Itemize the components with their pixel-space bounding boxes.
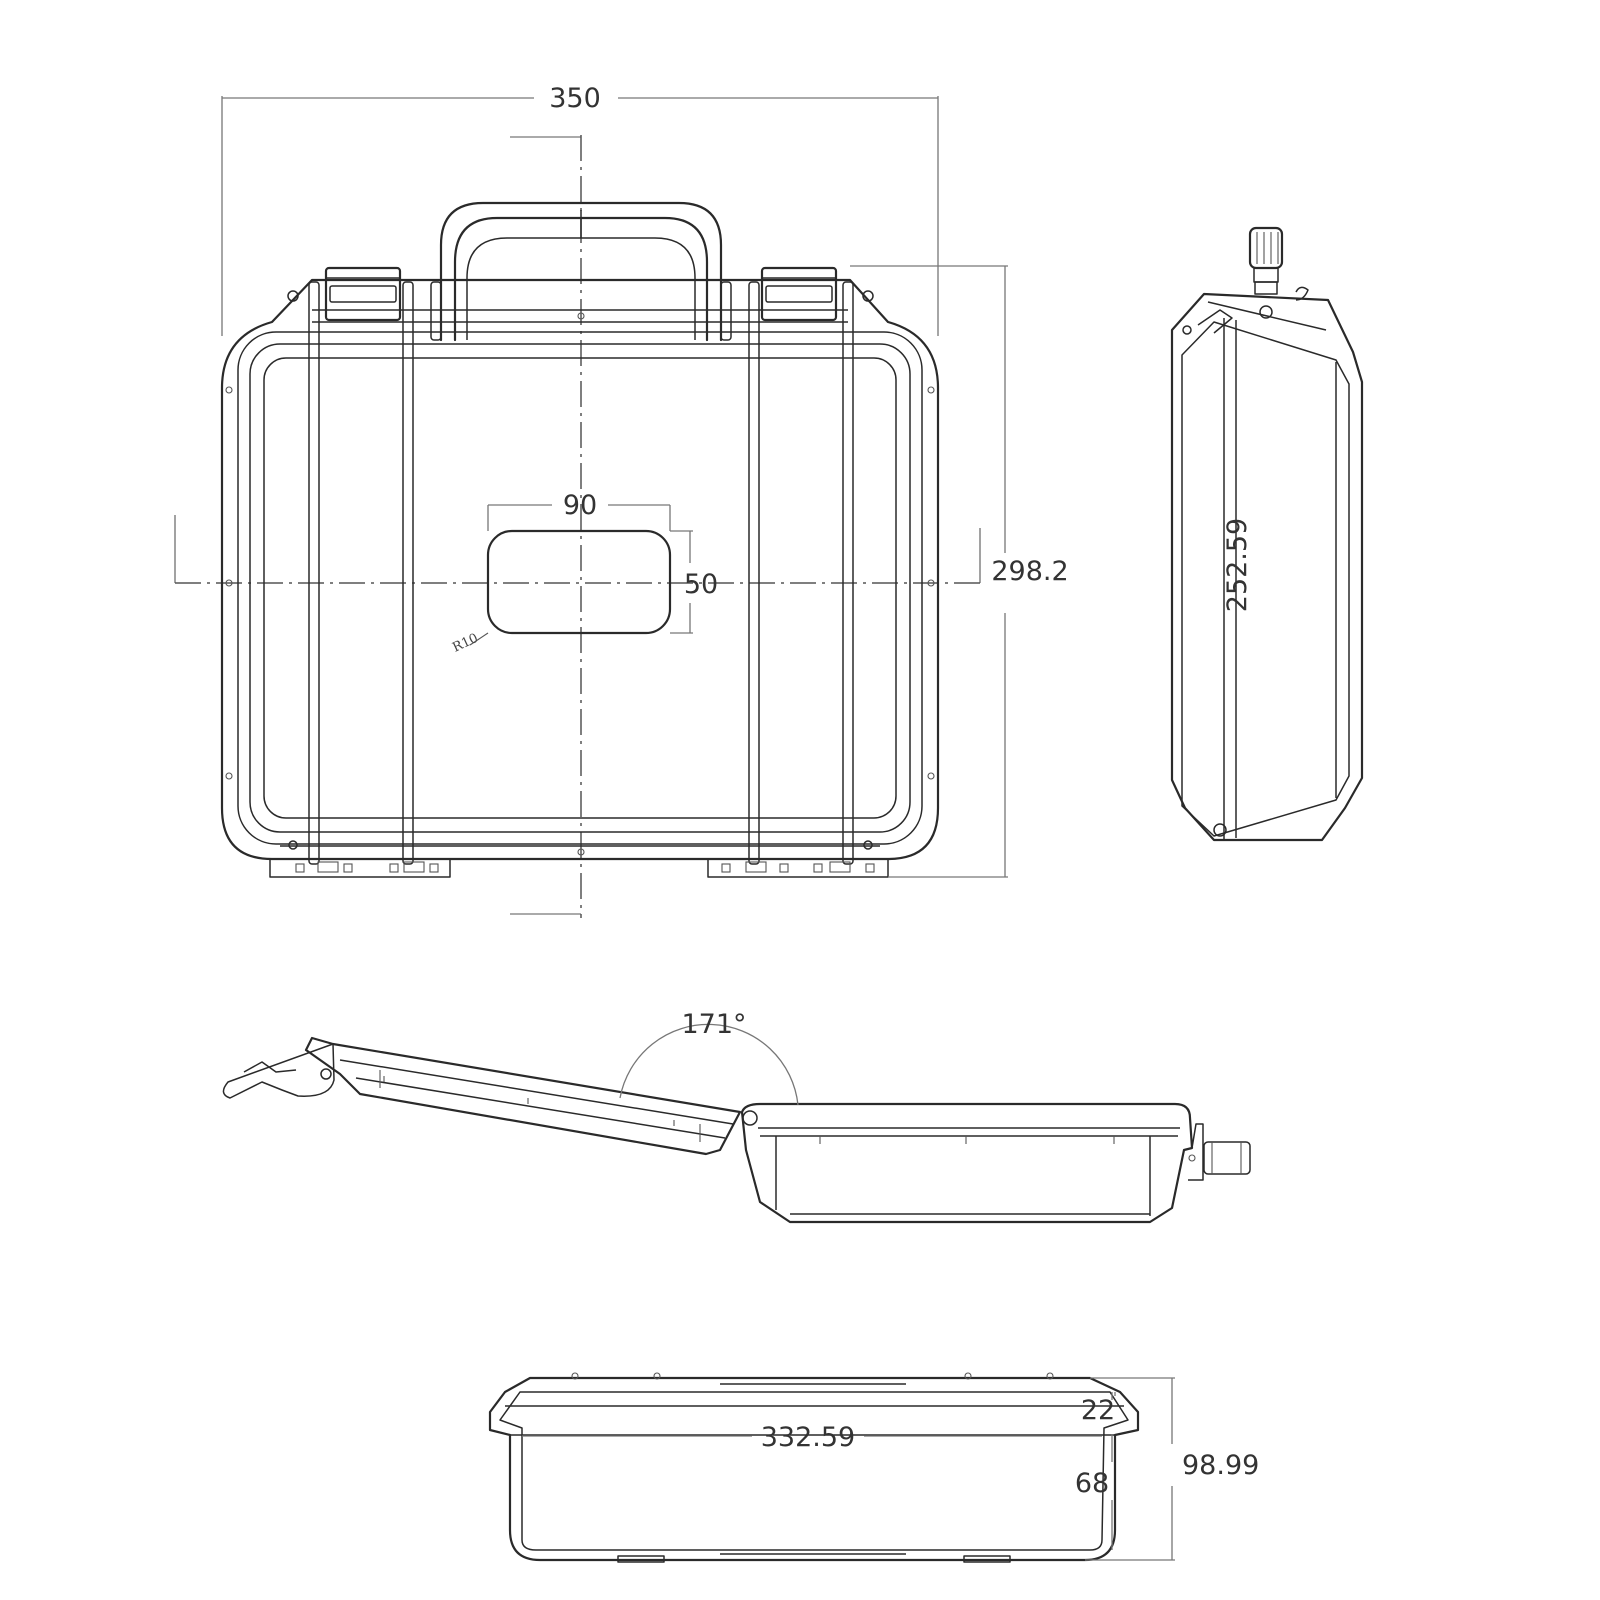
case-body [220, 278, 940, 861]
lock-straps [308, 281, 854, 865]
open-hinge [742, 1110, 758, 1126]
dim-overall-width: 350 [549, 83, 601, 114]
bottom-view: 332.59 22 68 98.99 [488, 1372, 1259, 1563]
latch-left [324, 266, 402, 322]
angle-arc [619, 1023, 799, 1106]
dim-total-depth: 98.99 [1182, 1450, 1259, 1481]
latch-right [760, 266, 838, 322]
nameplate-recess [486, 529, 672, 635]
side-view: 252.59 [1170, 226, 1364, 842]
open-lid [222, 1036, 742, 1156]
dim-side-inner-height: 252.59 [1222, 518, 1253, 612]
carry-handle [430, 201, 732, 342]
front-view: R10 90 50 350 298.2 [174, 83, 1069, 918]
hinges [269, 858, 889, 878]
dim-overall-height: 298.2 [991, 556, 1068, 587]
label-radius-text: R10 [450, 631, 480, 656]
side-handle-grip [1248, 226, 1309, 301]
open-handle-stub [1203, 1141, 1251, 1175]
dim-label-height: 50 [684, 569, 718, 600]
open-base [740, 1102, 1204, 1224]
dim-base-depth: 68 [1075, 1468, 1109, 1499]
dim-label-width: 90 [563, 490, 597, 521]
dim-bottom-inner-length: 332.59 [761, 1422, 855, 1453]
dim-lid-depth: 22 [1081, 1395, 1115, 1426]
open-view: 171° [222, 1009, 1251, 1224]
dim-open-angle: 171° [681, 1009, 746, 1040]
